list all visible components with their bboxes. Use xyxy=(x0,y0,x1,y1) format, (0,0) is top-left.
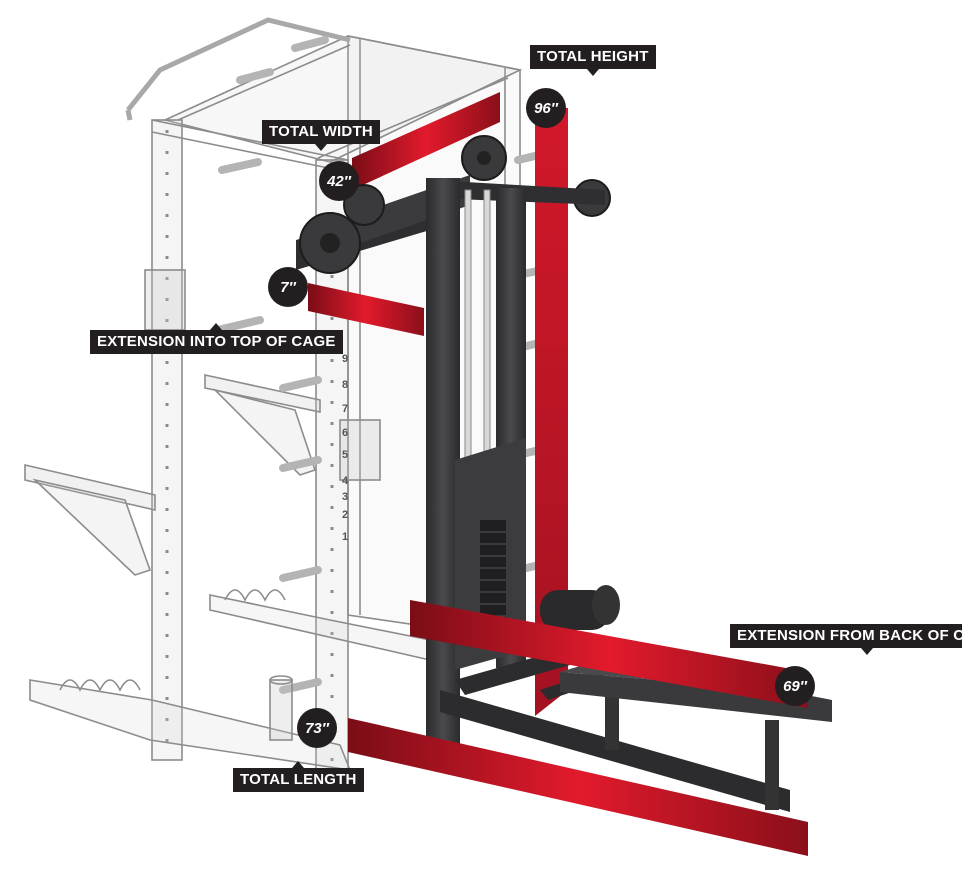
total-length-value: 73″ xyxy=(297,708,337,748)
width-band xyxy=(352,92,500,190)
height-band xyxy=(535,108,568,716)
rack-number: 8 xyxy=(342,379,348,391)
extension-top-label: EXTENSION INTO TOP OF CAGE xyxy=(90,323,343,354)
length-band xyxy=(348,718,808,856)
total-length-label: TOTAL LENGTH xyxy=(233,761,364,792)
total-height-label: TOTAL HEIGHT xyxy=(530,45,656,76)
rack-number: 7 xyxy=(342,403,348,415)
rack-number: 5 xyxy=(342,449,348,461)
lat-machine xyxy=(296,135,832,812)
extension-top-value: 7″ xyxy=(268,267,308,307)
rack-number: 6 xyxy=(342,427,348,439)
rack-number: 3 xyxy=(342,491,348,503)
rack-number: 2 xyxy=(342,509,348,521)
rack-number: 1 xyxy=(342,531,348,543)
total-width-value: 42″ xyxy=(319,161,359,201)
extension-back-label: EXTENSION FROM BACK OF CAGE xyxy=(730,624,962,655)
extension-back-band xyxy=(410,600,808,708)
rack-numbers: 9 8 7 6 5 4 3 2 1 xyxy=(342,353,349,543)
total-height-value: 96″ xyxy=(526,88,566,128)
rack-number: 4 xyxy=(342,475,349,487)
rack-number: 9 xyxy=(342,353,348,365)
extension-back-value: 69″ xyxy=(775,666,815,706)
dimension-bands-front xyxy=(348,600,808,856)
dimension-bands xyxy=(308,92,568,716)
total-width-label: TOTAL WIDTH xyxy=(262,120,380,151)
extension-top-band xyxy=(308,283,424,336)
